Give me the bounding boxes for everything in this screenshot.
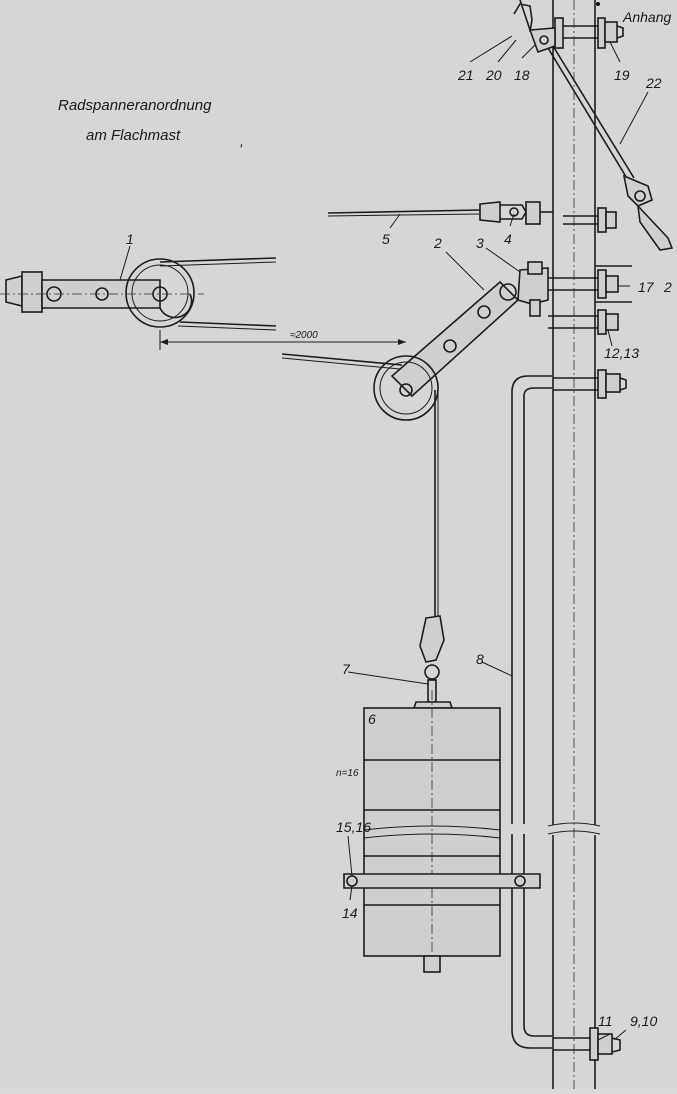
- corner-label: Anhang: [622, 9, 671, 25]
- label-part-17b: 2: [663, 279, 672, 295]
- diagonal-stay: [547, 45, 674, 251]
- label-part-11: 11: [598, 1013, 613, 1029]
- contact-wire-assembly: [327, 201, 617, 233]
- side-view-pulley: [0, 257, 277, 331]
- title-line-1: Radspanneranordnung: [58, 97, 212, 114]
- label-part-15-16: 15,16: [336, 819, 371, 835]
- label-part-3: 3: [476, 235, 484, 251]
- stray-mark: ,: [240, 133, 244, 149]
- label-part-6: 6: [368, 711, 376, 727]
- weight-stack: [363, 690, 501, 973]
- label-part-12-13: 12,13: [604, 345, 639, 361]
- dimension-line: [159, 330, 406, 350]
- guide-tube: [343, 369, 627, 1061]
- label-part-14: 14: [342, 905, 358, 921]
- main-pulley: [281, 353, 439, 421]
- label-part-9-10: 9,10: [630, 1013, 657, 1029]
- label-part-21: 21: [457, 67, 474, 83]
- title-line-2: am Flachmast: [86, 127, 181, 144]
- leader-lines: [119, 35, 649, 1041]
- label-part-2: 2: [433, 235, 442, 251]
- label-part-1: 1: [126, 231, 134, 247]
- label-part-22: 22: [645, 75, 662, 91]
- weight-count-label: n=16: [336, 768, 359, 779]
- dimension-label: ≈2000: [290, 330, 318, 341]
- label-part-18: 18: [514, 67, 530, 83]
- label-part-19: 19: [614, 67, 630, 83]
- flat-mast: [547, 0, 601, 1089]
- label-part-17: 17: [638, 279, 655, 295]
- label-part-8: 8: [476, 651, 484, 667]
- label-part-20: 20: [485, 67, 502, 83]
- upper-bracket: [517, 261, 632, 335]
- anchor-fitting: [513, 0, 624, 54]
- label-part-5: 5: [382, 231, 390, 247]
- label-part-4: 4: [504, 231, 512, 247]
- weight-rope: [434, 390, 439, 622]
- label-part-7: 7: [342, 661, 351, 677]
- swing-arm: [390, 280, 520, 398]
